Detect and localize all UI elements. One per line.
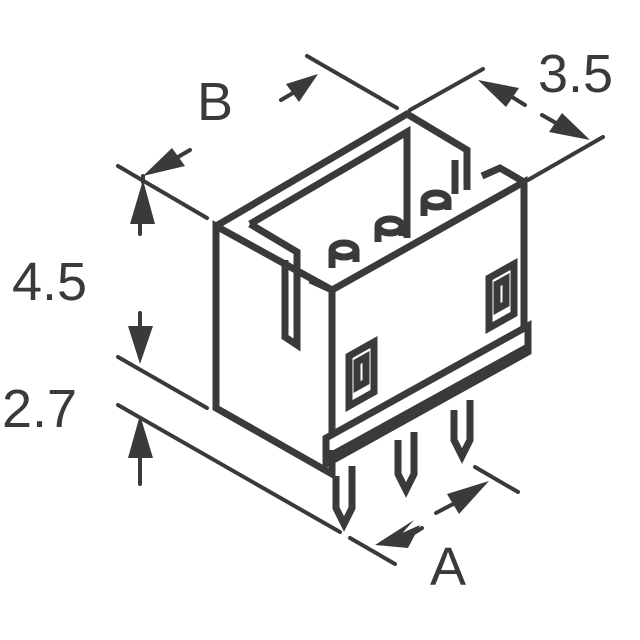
dimension-label-pin-length: 2.7 bbox=[2, 379, 77, 439]
pin-tops bbox=[328, 189, 452, 268]
dimension-label-a: A bbox=[430, 537, 466, 597]
pins bbox=[332, 400, 474, 532]
connector-body bbox=[212, 109, 532, 532]
dimension-lines bbox=[116, 54, 605, 566]
base-flange bbox=[322, 320, 532, 474]
dimension-label-b: B bbox=[197, 72, 233, 132]
dimension-label-depth: 3.5 bbox=[538, 44, 613, 104]
latch-windows bbox=[345, 258, 518, 412]
dimension-label-body-height: 4.5 bbox=[12, 252, 87, 312]
